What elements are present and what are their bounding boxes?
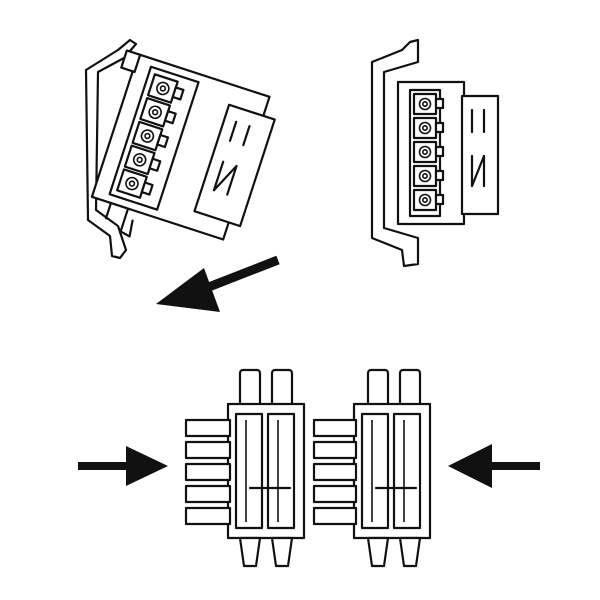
din-rail-right [370, 38, 420, 268]
push-left-arrow [448, 444, 540, 488]
tilted-connector [90, 49, 276, 241]
terminal-screws-left [116, 73, 185, 199]
tilted-mounting-figure [84, 38, 276, 260]
mount-direction-arrow [156, 255, 280, 312]
push-right-arrow [78, 446, 168, 486]
left-connector-block [184, 368, 306, 568]
din-rail-left [84, 38, 138, 260]
terminal-screws-right [412, 92, 445, 212]
right-connector-block [312, 368, 432, 568]
mounted-figure [370, 38, 500, 268]
